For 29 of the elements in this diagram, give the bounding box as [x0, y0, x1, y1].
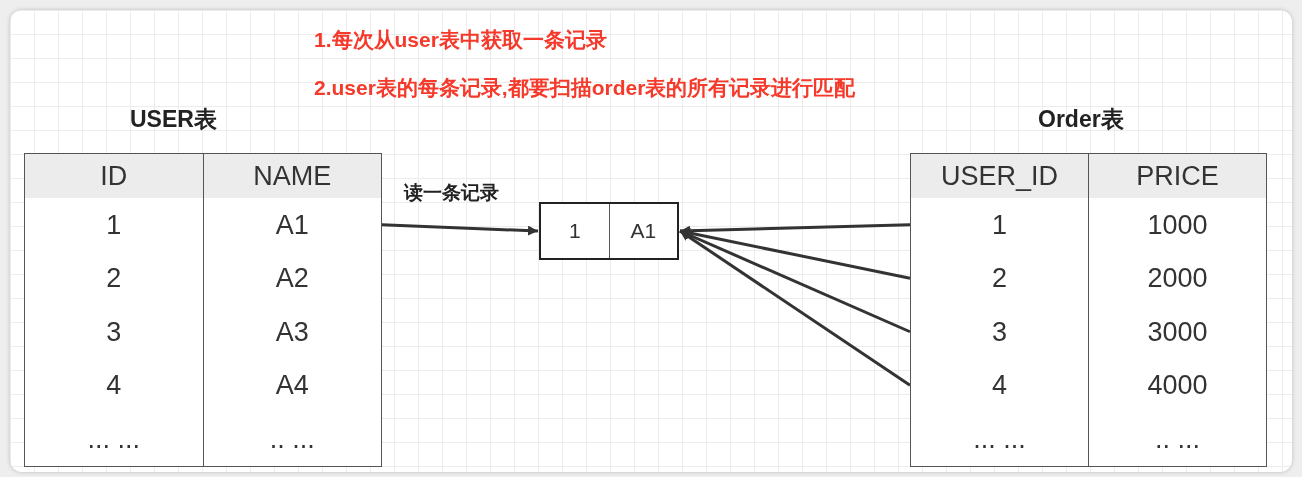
edge-label: 读一条记录	[404, 180, 499, 205]
table-row	[910, 198, 1267, 253]
table-cell-text: 3	[991, 315, 1008, 349]
table-row	[910, 412, 1267, 467]
table-title: Order表	[1038, 105, 1124, 134]
table-row	[24, 198, 382, 253]
column-header: ID	[99, 159, 129, 193]
table-cell-text: 2	[105, 262, 123, 295]
record-field: A1	[608, 204, 677, 258]
table-header-row	[24, 153, 382, 200]
table-header-row	[910, 153, 1267, 200]
table-title: USER表	[130, 105, 217, 134]
table-cell-text: ... ...	[972, 422, 1027, 456]
table-cell-text: 1	[105, 208, 123, 242]
table-cell: .. ...	[1088, 412, 1266, 466]
table-cell-text: 3	[105, 315, 123, 349]
table-row	[24, 412, 382, 467]
note-text: 1.每次从user表中获取一条记录	[314, 27, 607, 53]
table-cell: .. ...	[202, 412, 381, 466]
table-cell-text: 1	[991, 208, 1008, 242]
note-text: 2.user表的每条记录,都要扫描order表的所有记录进行匹配	[314, 75, 856, 101]
arrow	[381, 223, 539, 236]
column-header: USER_ID	[940, 159, 1059, 193]
table-cell-text: ... ...	[86, 422, 141, 456]
record-field: 1	[541, 204, 609, 258]
table-cell-text: 2	[991, 262, 1008, 295]
record-box	[539, 202, 679, 260]
table-cell-text: 4	[105, 369, 123, 402]
table-cell-text: 4	[991, 369, 1008, 402]
